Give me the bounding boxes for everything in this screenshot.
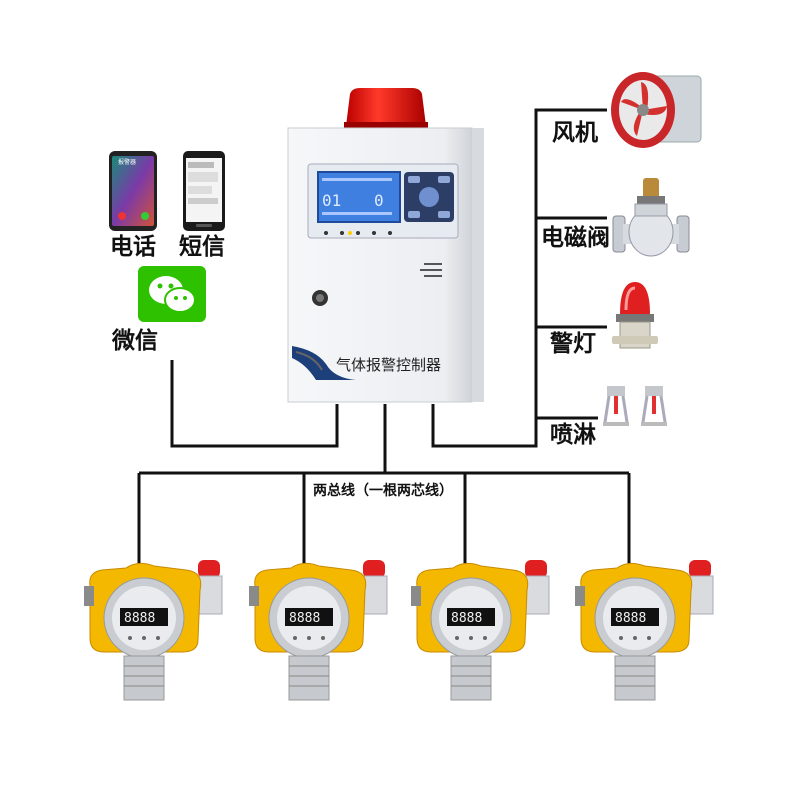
controller-name: 气体报警控制器	[336, 356, 441, 374]
warning-lamp-icon	[610, 280, 660, 358]
sms-label: 短信	[179, 236, 225, 259]
wechat-label: 微信	[112, 330, 158, 353]
valve-label: 电磁阀	[541, 227, 610, 250]
sprinkler-icon	[597, 382, 673, 440]
svg-text:01: 01	[322, 191, 341, 210]
phone-label: 电话	[110, 236, 156, 259]
gas-detector: 8888	[409, 556, 554, 710]
detector-display: 8888	[451, 611, 482, 626]
detector-display: 8888	[124, 611, 155, 626]
controller-cabinet: 01 0 气体报警控制器	[286, 88, 486, 406]
fan-label: 风机	[552, 122, 598, 145]
lamp-label: 警灯	[550, 333, 596, 356]
detector-display: 8888	[289, 611, 320, 626]
detector-display: 8888	[615, 611, 646, 626]
phone-sms-icon	[182, 150, 226, 232]
bus-label: 两总线（一根两芯线）	[311, 480, 455, 500]
phone-call-icon: 报警器	[108, 150, 158, 232]
sprinkler-label: 喷淋	[550, 424, 596, 447]
svg-text:报警器: 报警器	[118, 158, 136, 166]
wechat-icon	[138, 266, 206, 322]
fan-icon	[607, 66, 703, 154]
gas-detector: 8888	[82, 556, 227, 710]
gas-detector: 8888	[247, 556, 392, 710]
svg-text:0: 0	[374, 191, 384, 210]
gas-detector: 8888	[573, 556, 718, 710]
solenoid-valve-icon	[607, 176, 695, 260]
